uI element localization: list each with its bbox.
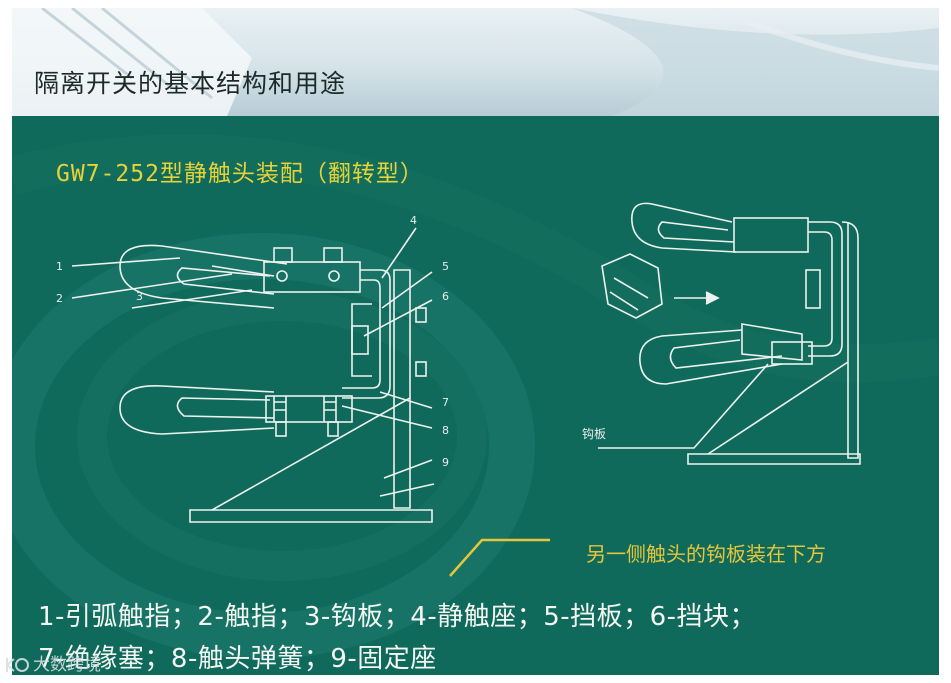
label-hook-plate: 钩板 — [582, 427, 606, 441]
label-2: 2 — [56, 292, 63, 305]
callout-bracket — [449, 538, 550, 577]
slide-title: 隔离开关的基本结构和用途 — [34, 69, 347, 98]
watermark: 大数跨境 — [4, 650, 101, 675]
label-8: 8 — [442, 424, 449, 437]
watermark-logo-icon — [6, 658, 29, 672]
contact-assembly-drawing: 1 2 3 4 5 6 7 8 9 钩板 — [56, 202, 861, 577]
legend-line-2: 7-绝缘塞；8-触头弹簧；9-固定座 — [38, 644, 437, 674]
callout-note: 另一侧触头的钩板装在下方 — [586, 542, 826, 566]
label-5: 5 — [442, 260, 449, 273]
label-6: 6 — [442, 290, 449, 303]
label-7: 7 — [442, 396, 449, 409]
legend-line-1: 1-引弧触指；2-触指；3-钩板；4-静触座；5-挡板；6-挡块； — [38, 602, 757, 632]
label-1: 1 — [56, 260, 63, 273]
background-swoosh — [12, 134, 939, 659]
watermark-text: 大数跨境 — [33, 655, 101, 675]
label-3: 3 — [136, 290, 143, 303]
label-4: 4 — [410, 214, 417, 227]
drawing-subtitle: GW7-252型静触头装配（翻转型） — [56, 161, 424, 187]
label-9: 9 — [442, 456, 449, 469]
header-decoration — [12, 8, 939, 116]
slide: 隔离开关的基本结构和用途 GW7-252型静触头装配（翻转型） — [12, 8, 939, 675]
